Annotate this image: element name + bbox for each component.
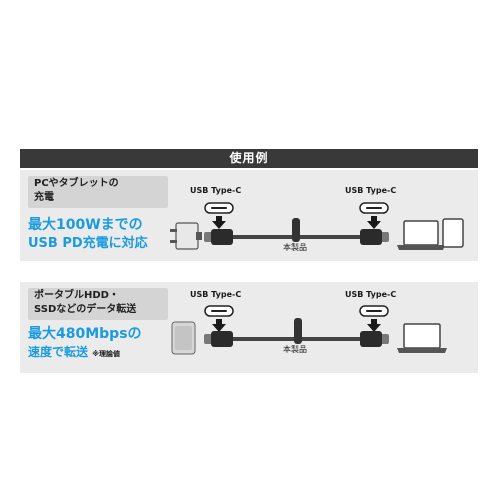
usage-label-box (28, 176, 168, 208)
usb-c-port-icon (359, 202, 389, 214)
usb-c-port-icon (359, 305, 389, 317)
laptop-icon (397, 323, 447, 353)
usage-label-line-1: PCやタブレットの (34, 178, 119, 189)
arrow-down-icon (212, 319, 226, 332)
product-label: 本製品 (283, 243, 307, 252)
feature-note: ※理論値 (92, 350, 121, 358)
usb-c-port-icon (204, 305, 234, 317)
usb-c-port-icon (204, 202, 234, 214)
product-label: 本製品 (283, 345, 307, 354)
right-port-label: USB Type-C (345, 186, 397, 195)
tablet-icon (442, 218, 464, 248)
usb-c-plug-icon (204, 229, 233, 245)
usb-c-plug-icon (360, 229, 389, 245)
cable-strap-icon (294, 318, 302, 344)
portable-drive-icon (171, 321, 196, 355)
section-header: 使用例 (20, 149, 478, 168)
usage-panel-data-transfer: ポータブルHDD・ SSDなどのデータ転送 最大480Mbpsの 速度で転送 ※… (20, 282, 478, 373)
usb-c-plug-icon (360, 331, 389, 347)
arrow-down-icon (367, 216, 381, 229)
arrow-down-icon (212, 216, 226, 229)
usage-label-line-2: 充電 (34, 192, 54, 203)
usage-label-line-1: ポータブルHDD・ (34, 290, 119, 301)
usb-c-plug-icon (204, 331, 233, 347)
arrow-down-icon (367, 319, 381, 332)
usage-label-box (28, 288, 168, 320)
feature-line-2-text: 速度で転送 (28, 345, 89, 359)
feature-line-2: 速度で転送 ※理論値 (28, 343, 120, 360)
laptop-icon (397, 220, 445, 250)
feature-line-1: 最大100Wまでの (28, 217, 143, 233)
left-port-label: USB Type-C (190, 186, 242, 195)
feature-line-2: USB PD充電に対応 (28, 236, 148, 251)
power-adapter-icon (170, 222, 202, 250)
cable-strap-icon (292, 218, 300, 242)
right-port-label: USB Type-C (345, 290, 397, 299)
usage-label-line-2: SSDなどのデータ転送 (34, 304, 137, 315)
left-port-label: USB Type-C (190, 290, 242, 299)
feature-line-1: 最大480Mbpsの (28, 326, 142, 342)
